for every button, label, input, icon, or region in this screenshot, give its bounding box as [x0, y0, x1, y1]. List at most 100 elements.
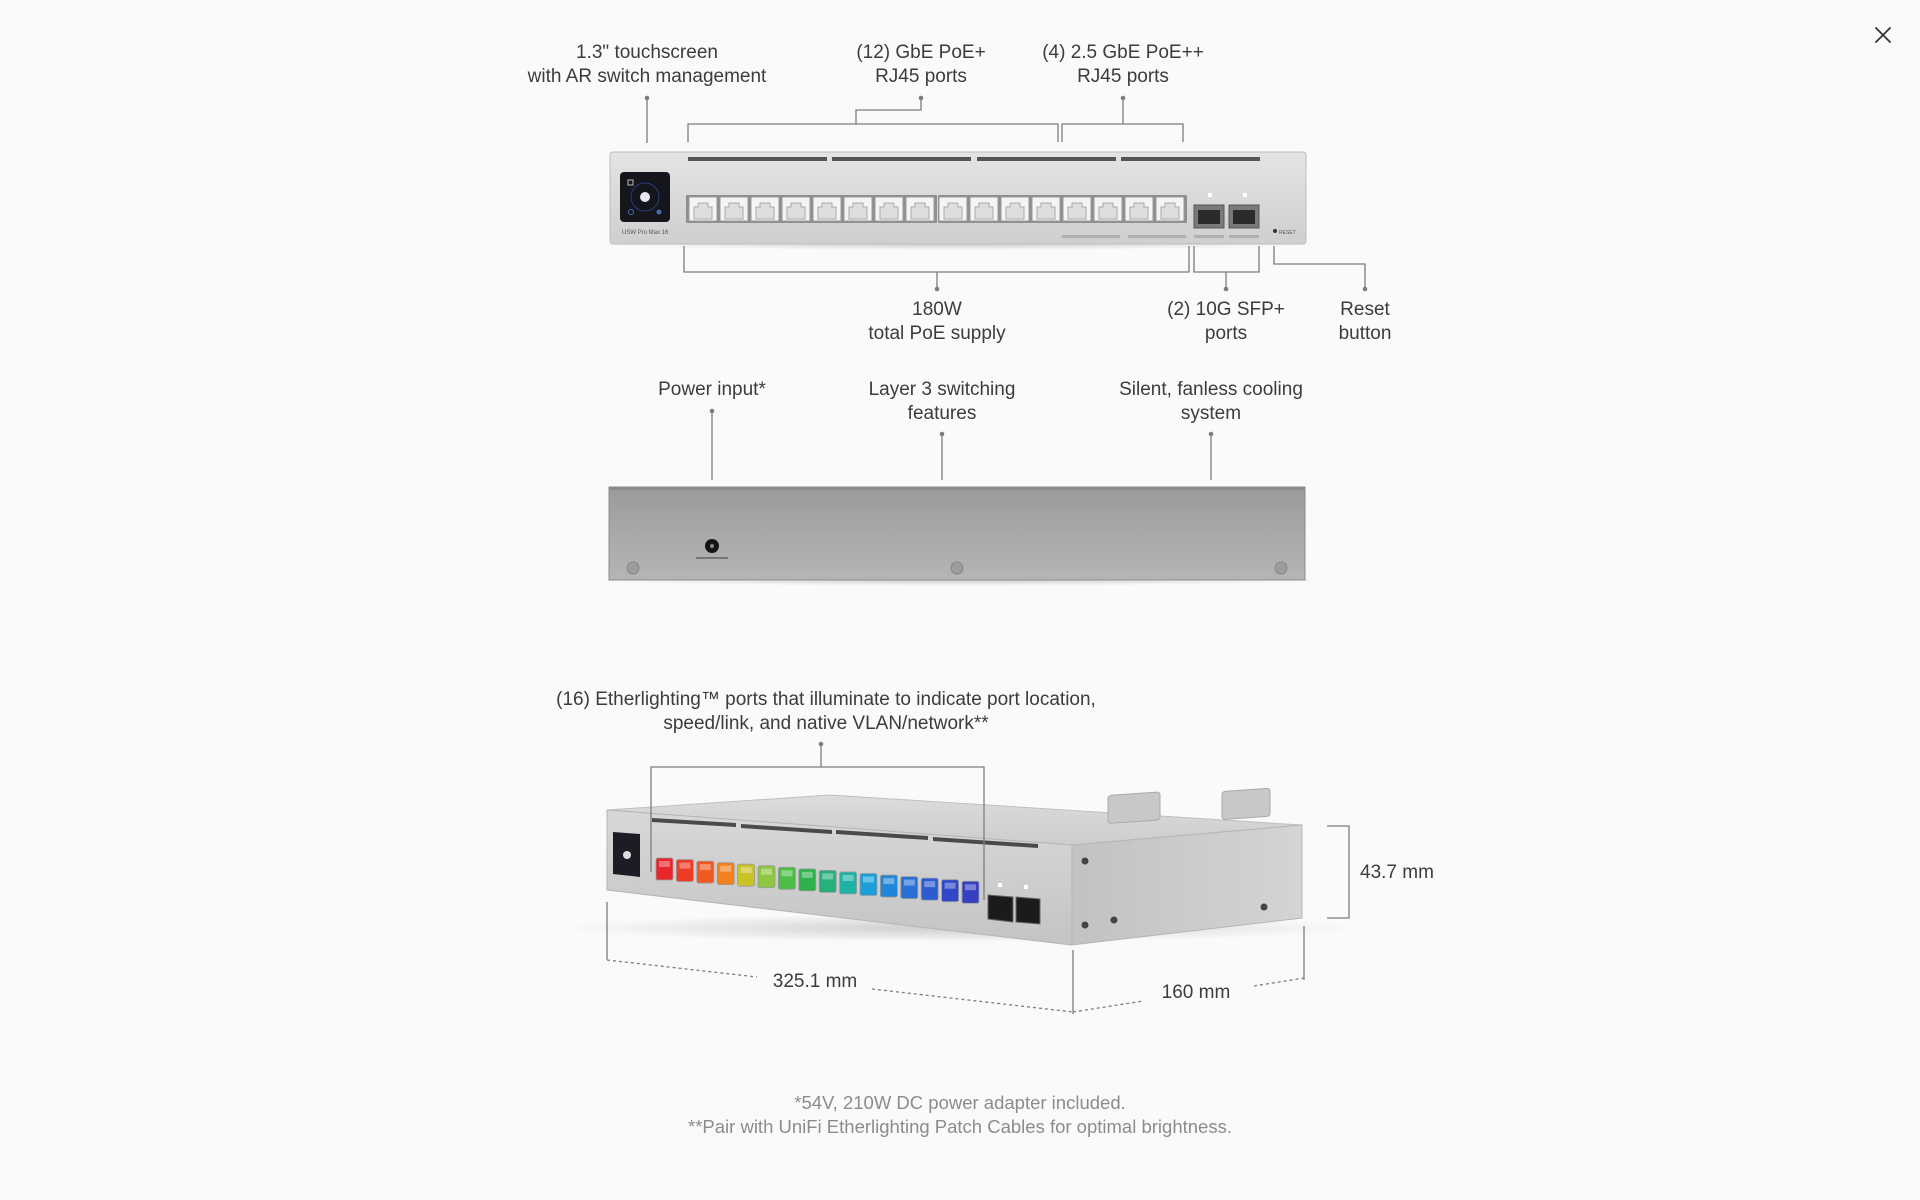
etherlighting-port — [900, 876, 919, 899]
etherlighting-port-glow — [903, 879, 915, 886]
etherlighting-port-glow — [924, 881, 936, 888]
rj45-port — [719, 196, 749, 222]
etherlighting-port-glow — [740, 867, 752, 874]
callout-power-input: Power input* — [658, 379, 766, 400]
etherlighting-port-glow — [965, 884, 976, 891]
etherlighting-port-glow — [842, 874, 854, 881]
sfp-port — [1015, 896, 1041, 925]
rj45-port — [750, 196, 780, 222]
side-screw — [1260, 903, 1268, 911]
front-callout-lines — [646, 98, 1366, 288]
side-screw — [1081, 857, 1089, 865]
perspective-vents — [652, 818, 1038, 848]
reset-button — [1273, 229, 1277, 233]
etherlighting-port — [798, 868, 817, 892]
etherlighting-port-glow — [761, 868, 772, 875]
rj45-port-opening — [724, 202, 744, 220]
callout-reset-button: Reset button — [1338, 299, 1392, 344]
perspective-touchscreen-dot — [623, 851, 631, 859]
rj45-port-opening — [1005, 202, 1025, 220]
rear-callout-dots — [709, 408, 1214, 437]
etherlighting-port — [818, 870, 837, 893]
footnotes: *54V, 210W DC power adapter included. **… — [0, 1091, 1920, 1139]
etherlighting-port — [716, 862, 735, 886]
etherlighting-port-glow — [801, 871, 813, 878]
device-label: USW Pro Max 16 — [622, 230, 669, 236]
side-screw — [1110, 916, 1118, 924]
rj45-port — [1000, 196, 1030, 222]
dimension-depth: 160 mm — [1161, 982, 1231, 1003]
port-label-strip — [1194, 235, 1224, 238]
rj45-port-opening — [817, 202, 837, 220]
rj45-port-opening — [879, 202, 899, 220]
side-screw — [1081, 921, 1089, 929]
etherlighting-port-glow — [944, 882, 956, 889]
rear-top-edge — [609, 487, 1305, 490]
rj45-port — [843, 196, 873, 222]
rj45-port-opening — [848, 202, 868, 220]
touchscreen-dot — [640, 192, 650, 202]
vent-slot — [688, 157, 827, 161]
rj45-port — [781, 196, 811, 222]
etherlighting-port-glow — [659, 861, 670, 867]
rj45-port — [688, 196, 718, 222]
dimension-height: 43.7 mm — [1360, 862, 1434, 883]
footnote-cables: **Pair with UniFi Etherlighting Patch Ca… — [688, 1116, 1232, 1137]
etherlighting-port — [880, 874, 898, 898]
perspective-view — [560, 741, 1360, 1014]
power-input-label-strip — [696, 557, 728, 559]
callout-etherlighting: (16) Etherlighting™ ports that illuminat… — [556, 689, 1096, 734]
callout-gbe-ports: (12) GbE PoE+ RJ45 ports — [856, 42, 986, 87]
etherlighting-port — [737, 863, 755, 887]
rj45-port — [969, 196, 999, 222]
front-rj45-ports — [688, 196, 1185, 222]
touchscreen-icon — [656, 209, 662, 215]
rj45-port-opening — [1067, 202, 1087, 220]
etherlighting-port — [859, 873, 878, 896]
etherlighting-port — [696, 860, 715, 884]
etherlighting-port-glow — [720, 865, 732, 872]
front-callout-dots — [644, 95, 1368, 292]
port-group-frame — [686, 195, 937, 223]
rj45-port-opening — [910, 202, 930, 220]
etherlighting-port-glow — [781, 870, 793, 877]
rear-screw — [626, 561, 640, 575]
sfp-led — [1208, 193, 1212, 197]
etherlighting-port — [655, 857, 674, 881]
etherlighting-ports — [655, 857, 980, 904]
etherlighting-port — [778, 866, 796, 890]
vent-slot — [832, 157, 971, 161]
sfp-led — [1243, 193, 1247, 197]
sfp-led — [1024, 885, 1028, 889]
etherlighting-port-glow — [822, 873, 834, 880]
close-button[interactable] — [1866, 18, 1900, 52]
callout-poe-supply: 180W total PoE supply — [868, 299, 1006, 344]
rj45-port — [874, 196, 904, 222]
callout-touchscreen: 1.3" touchscreen with AR switch manageme… — [527, 42, 767, 87]
etherlighting-callout-lines — [650, 744, 985, 900]
sfp-port — [1233, 210, 1255, 224]
etherlighting-port — [757, 865, 776, 889]
port-label-strip — [1229, 235, 1259, 238]
rj45-port-opening — [943, 202, 963, 220]
sfp-port — [1198, 210, 1220, 224]
dimension-dashed-lines — [606, 959, 1305, 1013]
rj45-port-opening — [755, 202, 775, 220]
rj45-port-opening — [786, 202, 806, 220]
rj45-port-opening — [1098, 202, 1118, 220]
front-view: USW Pro Max 16 RESET — [585, 95, 1368, 292]
rj45-port — [812, 196, 842, 222]
rj45-port — [1155, 196, 1185, 222]
etherlighting-port-glow — [679, 862, 691, 869]
etherlighting-port — [676, 859, 694, 882]
side-cutout — [1221, 787, 1271, 820]
port-label-strip — [1128, 235, 1186, 238]
reset-label: RESET — [1279, 230, 1296, 236]
touchscreen-icon — [628, 209, 634, 215]
etherlighting-port — [961, 880, 980, 904]
rear-screw — [1274, 561, 1288, 575]
etherlighting-port-glow — [699, 864, 711, 871]
callout-cooling: Silent, fanless cooling system — [1119, 379, 1303, 424]
rj45-port-opening — [1129, 202, 1149, 220]
